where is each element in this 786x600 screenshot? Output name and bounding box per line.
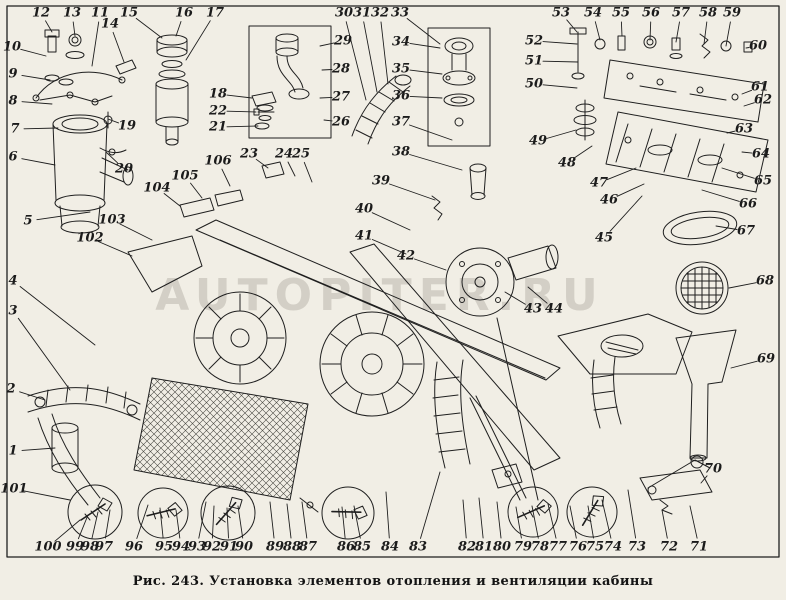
diagram-frame [6, 5, 780, 558]
main-duct [127, 189, 561, 471]
ribbed-hose-top [351, 74, 412, 145]
reservoir-and-pipes [37, 413, 101, 506]
detail-circles [67, 484, 618, 541]
ribbed-hose-left [27, 384, 141, 421]
figure-caption: Рис. 243. Установка элементов отопления … [132, 574, 654, 589]
inset-box-elbow [248, 25, 332, 179]
blower-left [193, 291, 287, 385]
fastener-parts-top-left [32, 29, 137, 156]
blower-right [319, 311, 425, 417]
valve-stack [155, 34, 189, 146]
water-pipe [52, 114, 134, 234]
lever-bracket [639, 455, 713, 515]
ribbed-hose-right [432, 359, 471, 469]
heater-core [133, 377, 309, 501]
floor-panel [557, 313, 693, 375]
round-grille [675, 261, 729, 315]
inset-box-flange [427, 27, 491, 147]
leader-lines [17, 17, 758, 542]
ribbed-hose-small [590, 356, 622, 429]
gasket-oval [662, 210, 738, 246]
heater-tap [431, 163, 487, 221]
mounting-brackets [569, 27, 769, 193]
control-rods [469, 317, 539, 501]
fan-motor [445, 244, 559, 317]
funnel-duct [675, 329, 737, 462]
